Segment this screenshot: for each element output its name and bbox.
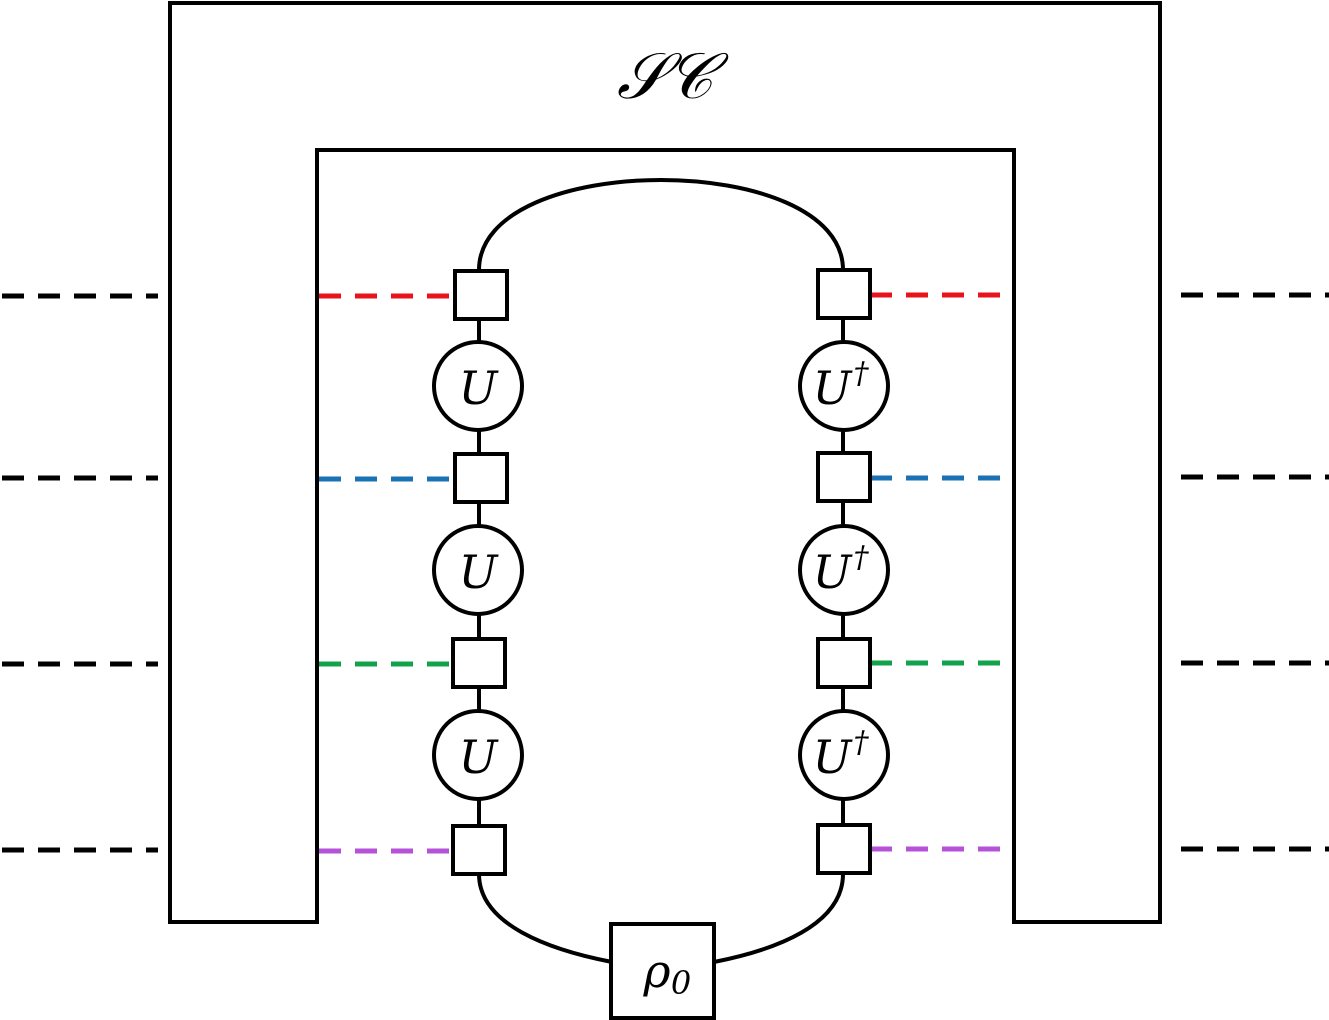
svg-text:0: 0 <box>671 964 691 1002</box>
svg-text:U: U <box>459 730 500 784</box>
left-square-node-3 <box>451 637 507 689</box>
svg-text:†: † <box>854 725 870 760</box>
bottom-left-arc <box>477 873 613 964</box>
svg-text:†: † <box>854 356 870 391</box>
left-square-node-4 <box>451 824 507 876</box>
svg-text:U: U <box>813 361 854 415</box>
sc-title: 𝒮𝒞 <box>617 40 730 114</box>
svg-text:U: U <box>813 730 854 784</box>
u-dagger-gate-3: U † <box>798 709 890 801</box>
left-square-node-2 <box>453 452 509 504</box>
u-dagger-gate-1: U † <box>798 340 890 432</box>
svg-text:U: U <box>813 545 854 599</box>
svg-text:†: † <box>854 540 870 575</box>
bottom-right-arc <box>713 873 845 964</box>
svg-text:U: U <box>459 545 500 599</box>
right-square-node-2 <box>816 451 872 503</box>
rho-zero-box: ρ 0 <box>609 922 716 1020</box>
right-square-node-1 <box>816 268 872 320</box>
svg-text:ρ: ρ <box>642 944 670 998</box>
u-gate-3: U <box>432 709 524 801</box>
sc-frame <box>168 1 1162 924</box>
u-gate-1: U <box>432 340 524 432</box>
svg-text:U: U <box>459 361 500 415</box>
u-gate-2: U <box>432 524 524 616</box>
right-square-node-3 <box>816 637 872 689</box>
left-square-node-1 <box>453 269 509 321</box>
right-square-node-4 <box>816 823 872 875</box>
top-trace-arc <box>477 178 845 271</box>
u-dagger-gate-2: U † <box>798 524 890 616</box>
